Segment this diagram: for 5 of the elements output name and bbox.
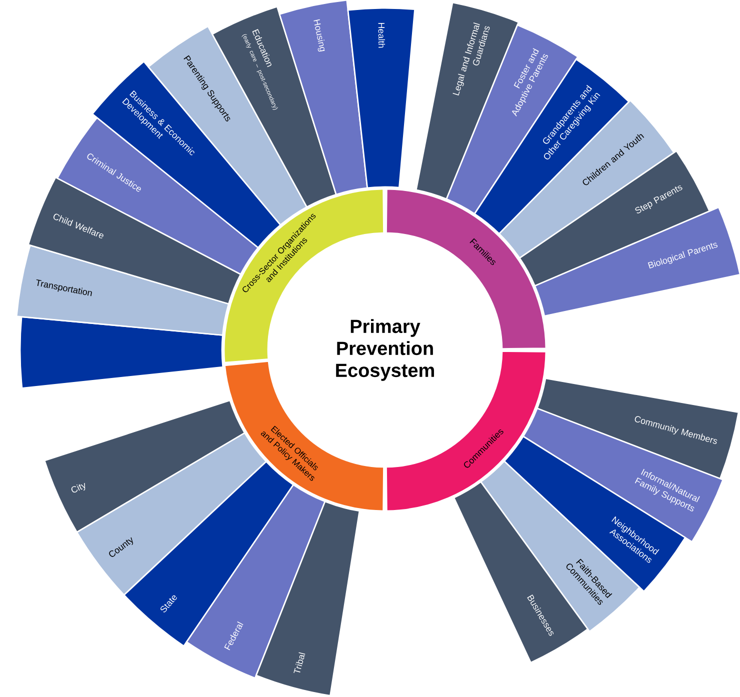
- sector-segment: Tribal: [255, 500, 360, 696]
- sector-segment: [19, 316, 224, 389]
- sector-segment: Health: [347, 7, 416, 189]
- sector-segment: City: [44, 400, 246, 533]
- sector-segment: Housing: [278, 0, 368, 196]
